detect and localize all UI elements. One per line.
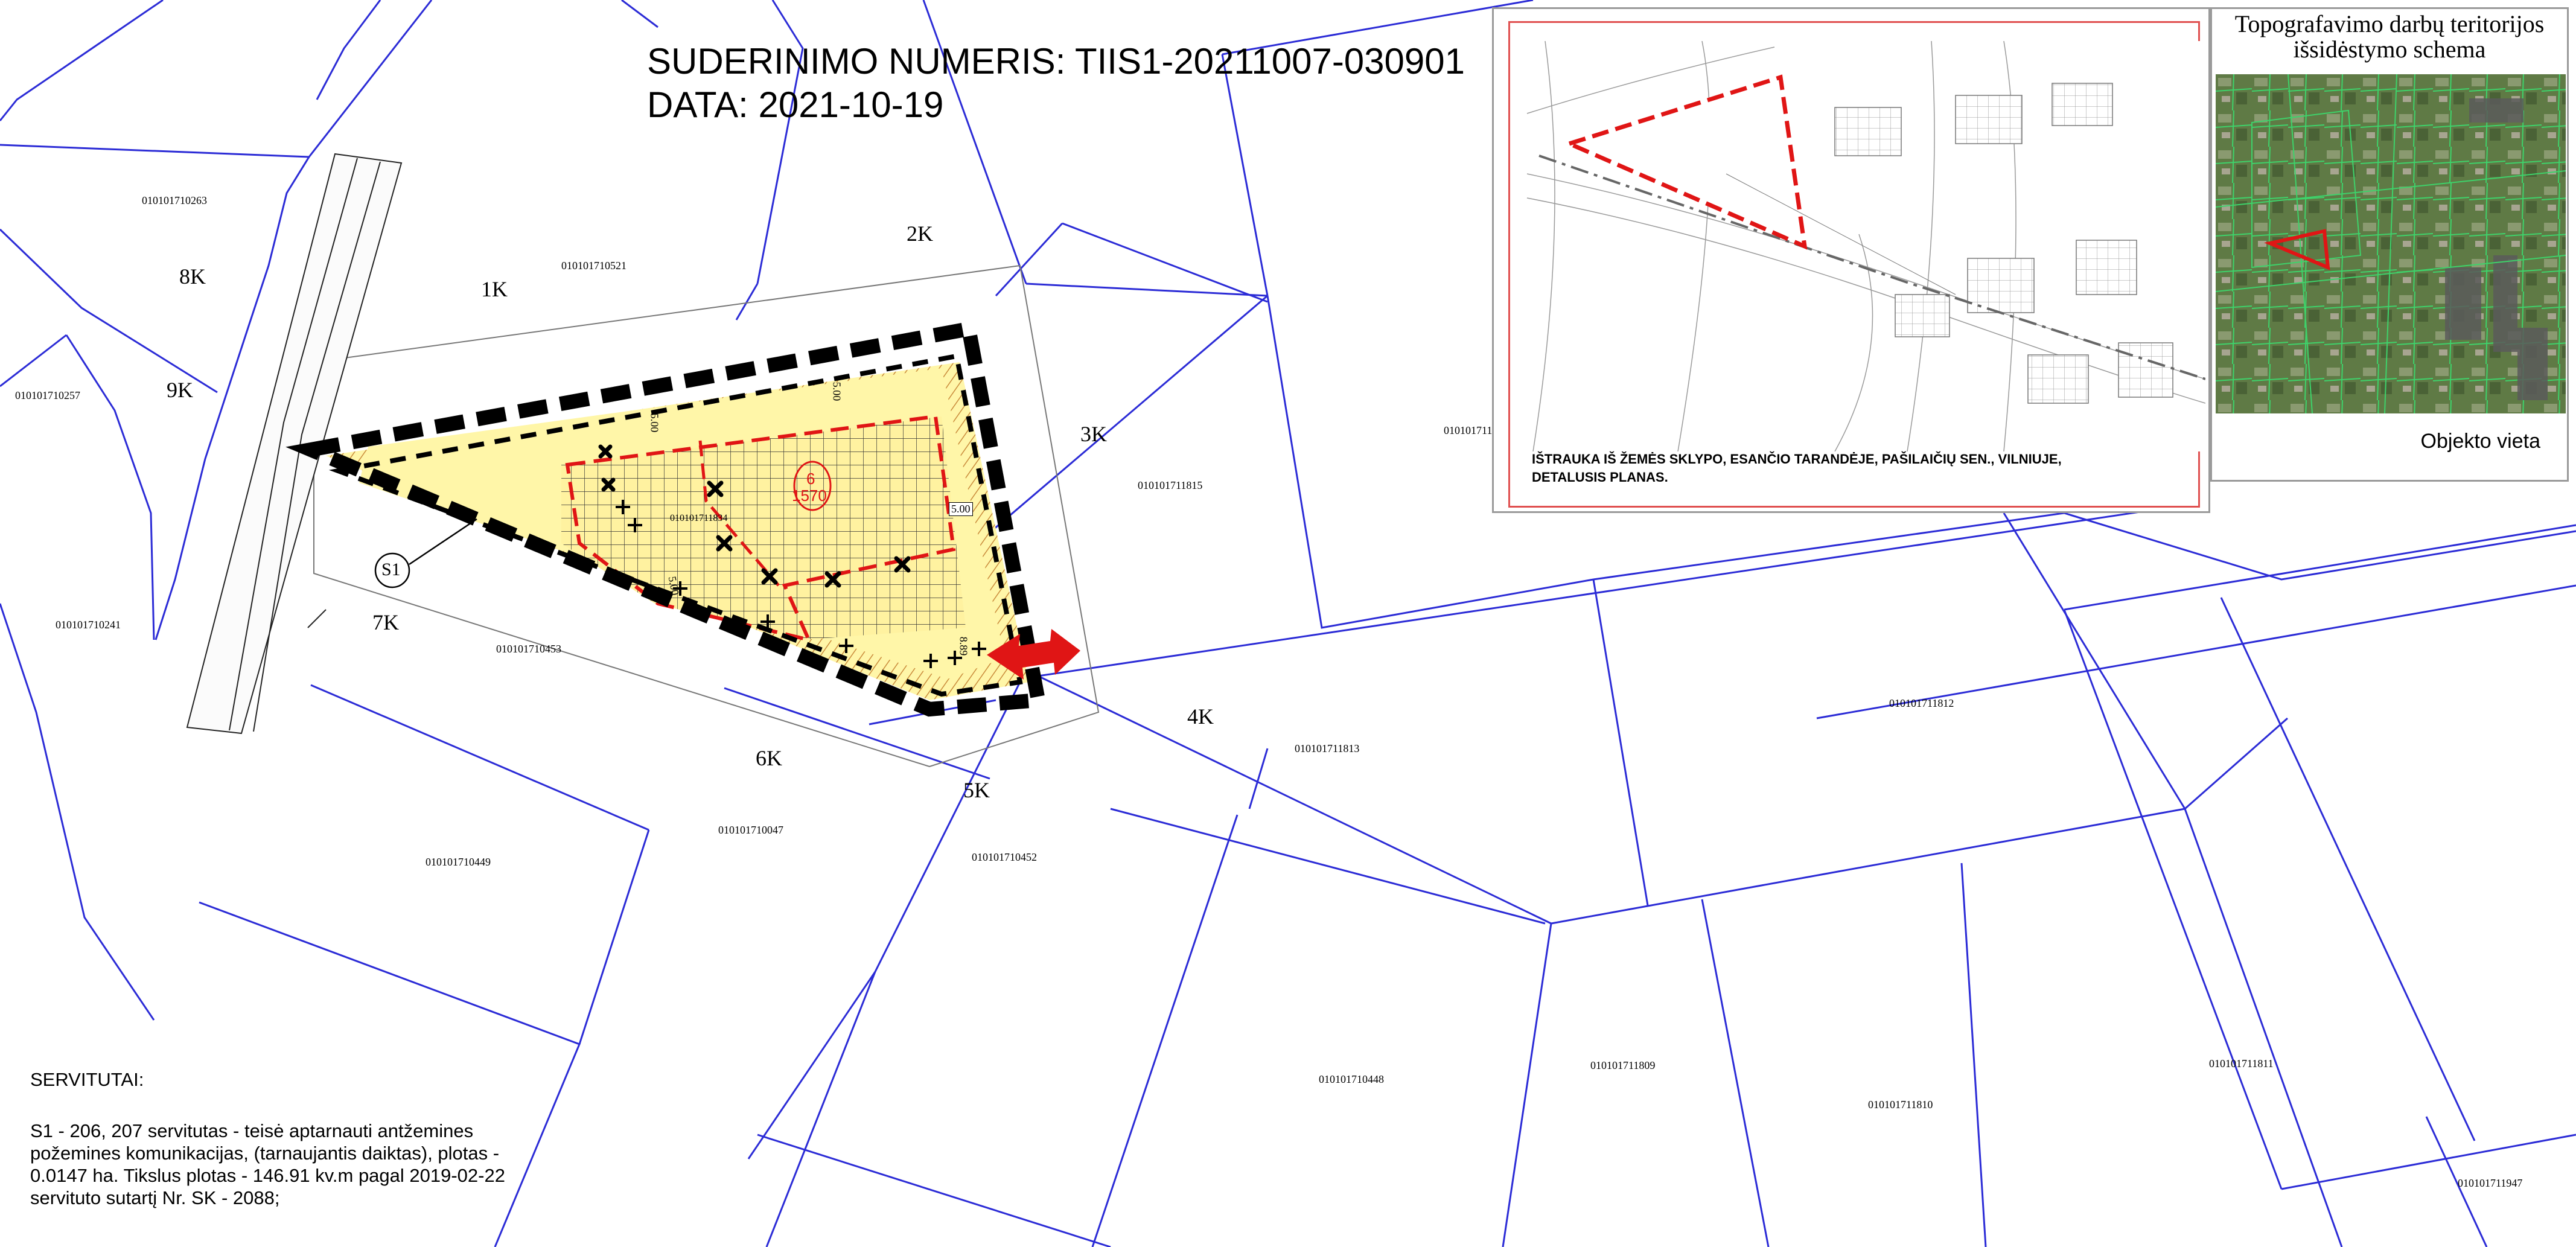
access-arrow-icon <box>987 629 1080 680</box>
detailed-plan-drawing <box>1521 41 2205 451</box>
detailed-plan-frame: IŠTRAUKA IŠ ŽEMĖS SKLYPO, ESANČIO TARAND… <box>1508 21 2205 508</box>
servitudes-heading: SERVITUTAI: <box>30 1069 144 1090</box>
object-location-label: Objekto vieta <box>2420 430 2540 453</box>
site-grid-area <box>561 416 966 640</box>
servitudes-line: 0.0147 ha. Tikslus plotas - 146.91 kv.m … <box>30 1165 505 1186</box>
approval-date: DATA: 2021-10-19 <box>647 85 944 125</box>
site-black-boundary-inner <box>328 353 1023 697</box>
servitude-marker <box>374 552 410 588</box>
servitudes-line: požemines komunikacijas, (tarnaujantis d… <box>30 1143 500 1164</box>
detailed-plan-caption: IŠTRAUKA IŠ ŽEMĖS SKLYPO, ESANČIO TARAND… <box>1532 451 2062 485</box>
servitudes-note: SERVITUTAI: S1 - 206, 207 servitutas - t… <box>30 1068 549 1209</box>
plot-label-ring <box>793 461 832 511</box>
servitudes-line: servituto sutartį Nr. SK - 2088; <box>30 1187 280 1208</box>
approval-header: SUDERINIMO NUMERIS: TIIS1-20211007-03090… <box>647 40 1465 127</box>
topo-scheme-inset: Topografavimo darbų teritorijos išsidėst… <box>2210 7 2569 482</box>
site-black-boundary <box>285 321 1047 717</box>
marker-plus <box>616 500 986 668</box>
topo-scheme-title: Topografavimo darbų teritorijos išsidėst… <box>2234 10 2545 63</box>
servitudes-line: S1 - 206, 207 servitutas - teisė aptarna… <box>30 1120 474 1141</box>
site-red-boundary <box>565 414 956 643</box>
utility-strip <box>186 153 403 735</box>
aerial-photo <box>2216 74 2566 413</box>
site-inner-red <box>698 440 780 587</box>
marker-crosses <box>598 444 911 588</box>
approval-number: SUDERINIMO NUMERIS: TIIS1-20211007-03090… <box>647 41 1465 81</box>
detailed-plan-inset: IŠTRAUKA IŠ ŽEMĖS SKLYPO, ESANČIO TARAND… <box>1492 7 2210 513</box>
survey-area-outline <box>313 264 1100 768</box>
site-location-marker <box>2264 229 2330 270</box>
